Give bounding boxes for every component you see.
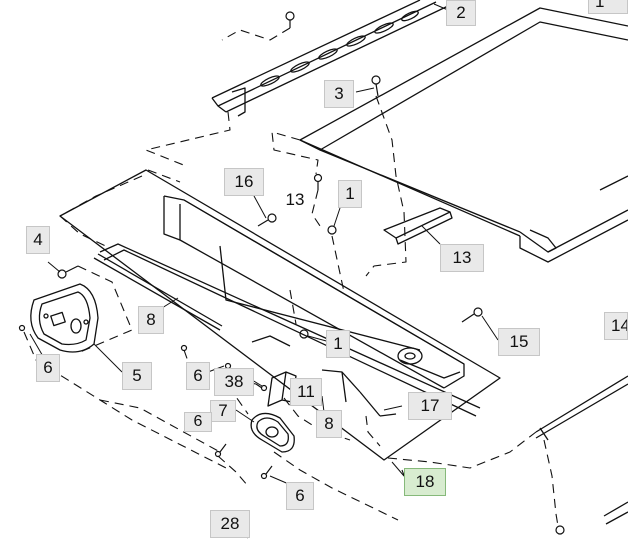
callout-18[interactable]: 18	[404, 468, 446, 496]
callout-6-bottom[interactable]: 6	[286, 482, 314, 510]
callout-11[interactable]: 11	[290, 378, 322, 406]
callout-5[interactable]: 5	[122, 362, 152, 390]
nut-1-mid	[327, 225, 337, 235]
plate-bracket	[383, 207, 453, 245]
callout-6-small[interactable]: 6	[184, 412, 212, 432]
bolt-lower-right	[555, 525, 565, 535]
assembly-lines	[23, 27, 559, 527]
callout-2[interactable]: 2	[446, 0, 476, 26]
callout-8-left[interactable]: 8	[138, 306, 164, 334]
callout-1-mid[interactable]: 1	[338, 180, 362, 208]
callout-7[interactable]: 7	[210, 400, 236, 422]
callout-1-center[interactable]: 1	[326, 330, 350, 358]
main-channel	[59, 169, 501, 461]
screw-38	[255, 383, 268, 392]
bolt-13-upper	[313, 173, 323, 190]
bolt-15	[461, 307, 483, 323]
face-plate-5	[30, 283, 99, 353]
lower-right-plate	[535, 375, 628, 525]
nut-1-center	[299, 329, 309, 339]
bolt-3	[371, 75, 381, 97]
callout-15[interactable]: 15	[498, 328, 540, 356]
bolt-top	[285, 11, 295, 28]
callout-6-mid[interactable]: 6	[186, 362, 210, 390]
bolt-16	[257, 213, 277, 227]
upper-rail	[211, 0, 449, 117]
callout-4[interactable]: 4	[26, 226, 50, 254]
grommet-7	[250, 412, 295, 453]
callout-8-right[interactable]: 8	[316, 410, 342, 438]
callout-1-top[interactable]: 1	[588, 0, 628, 14]
callout-38[interactable]: 38	[214, 368, 254, 396]
screw-6-bottom	[260, 465, 273, 480]
callout-13-lower[interactable]: 13	[440, 244, 484, 272]
bolt-4	[57, 265, 79, 279]
fasteners	[18, 11, 565, 535]
callout-16[interactable]: 16	[224, 168, 264, 196]
callout-6-left[interactable]: 6	[36, 354, 60, 382]
callout-17[interactable]: 17	[408, 392, 452, 420]
callout-3[interactable]: 3	[324, 80, 354, 108]
callout-28[interactable]: 28	[210, 510, 250, 538]
callout-14[interactable]: 14	[604, 312, 628, 340]
top-plate	[299, 7, 628, 263]
bar-8-left	[93, 253, 223, 331]
callout-13-upper[interactable]: 13	[280, 186, 310, 214]
screw-6-left	[18, 324, 26, 332]
